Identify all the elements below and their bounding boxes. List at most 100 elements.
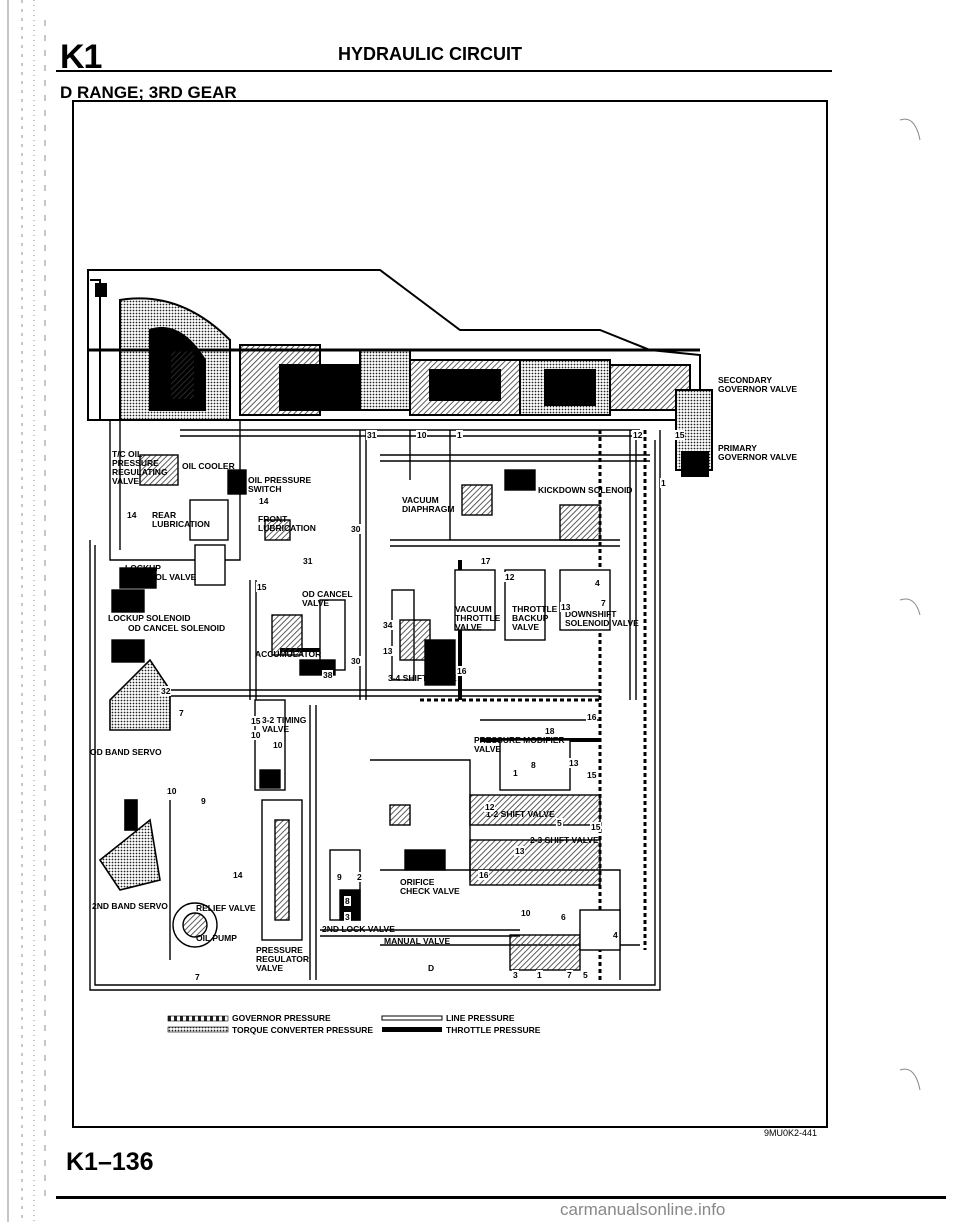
line-number: 9 <box>336 872 343 882</box>
line-number: 16 <box>478 870 490 880</box>
line-number: 12 <box>632 430 644 440</box>
od-band-servo-label: OD BAND SERVO <box>90 747 162 757</box>
front-lubrication-label: FRONT LUBRICATION <box>258 514 316 533</box>
tc-oil-pressure-label: T/C OIL PRESSURE REGULATING VALVE <box>112 449 168 486</box>
line-number: 18 <box>544 726 556 736</box>
line-number: 10 <box>272 740 284 750</box>
line-number: 1 <box>512 768 519 778</box>
accumulator-label: ACCUMULATOR <box>255 649 322 659</box>
legend-swatches <box>167 1015 443 1033</box>
line-number: 4 <box>612 930 619 940</box>
transmission-case <box>87 269 713 477</box>
pressure-modifier-valve-label: PRESSURE MODIFIER VALVE <box>474 735 565 754</box>
line-number: 30 <box>350 524 362 534</box>
2nd-lock-valve-label: 2ND LOCK VALVE <box>322 924 395 934</box>
line-number: 10 <box>250 730 262 740</box>
figure-code: 9MU0K2-441 <box>764 1128 818 1138</box>
servo-assemblies <box>98 658 171 891</box>
line-number: 15 <box>674 430 686 440</box>
oil-pump-label: OIL PUMP <box>196 933 237 943</box>
od-cancel-valve-label: OD CANCEL VALVE <box>302 589 353 608</box>
legend-torque-converter-pressure: TORQUE CONVERTER PRESSURE <box>232 1025 374 1035</box>
line-number: 15 <box>256 582 268 592</box>
manual-valve-label: MANUAL VALVE <box>384 936 451 946</box>
relief-valve-label: RELIEF VALVE <box>196 903 256 913</box>
line-number: 31 <box>366 430 378 440</box>
line-number: 1 <box>456 430 463 440</box>
page-title: HYDRAULIC CIRCUIT <box>338 44 522 64</box>
2nd-band-servo-label: 2ND BAND SERVO <box>92 901 168 911</box>
rear-lubrication-label: REAR LUBRICATION <box>152 510 210 529</box>
line-number: 9 <box>200 796 207 806</box>
vacuum-diaphragm-label: VACUUM DIAPHRAGM <box>402 495 455 514</box>
line-number: 15 <box>586 770 598 780</box>
line-number: 38 <box>322 670 334 680</box>
line-number: 10 <box>416 430 428 440</box>
line-number: 3 <box>512 970 519 980</box>
line-number: 8 <box>344 896 351 906</box>
watermark: carmanualsonline.info <box>560 1200 726 1219</box>
gear-d-label: D <box>428 963 435 973</box>
valve-bodies <box>111 454 621 971</box>
line-number: 16 <box>586 712 598 722</box>
line-number: 7 <box>600 598 607 608</box>
od-cancel-solenoid-label: OD CANCEL SOLENOID <box>128 623 226 633</box>
line-number: 15 <box>250 716 262 726</box>
downshift-solenoid-valve-label: DOWNSHIFT SOLENOID VALVE <box>565 609 639 628</box>
legend-governor-pressure: GOVERNOR PRESSURE <box>232 1013 331 1023</box>
orifice-check-valve-label: ORIFICE CHECK VALVE <box>400 877 460 896</box>
line-number: 34 <box>382 620 394 630</box>
line-number: 1 <box>660 478 667 488</box>
legend-throttle-pressure: THROTTLE PRESSURE <box>446 1025 541 1035</box>
line-number: 5 <box>556 818 563 828</box>
line-number: 1 <box>536 970 543 980</box>
line-number: 13 <box>514 846 526 856</box>
line-number: 3 <box>344 912 351 922</box>
pressure-regulator-valve-label: PRESSURE REGULATOR VALVE <box>256 945 310 973</box>
line-number: 13 <box>560 602 572 612</box>
line-number: 13 <box>382 646 394 656</box>
diagram-frame <box>72 100 828 1128</box>
kickdown-solenoid-label: KICKDOWN SOLENOID <box>538 485 633 495</box>
line-number: 12 <box>484 802 496 812</box>
line-number: 14 <box>126 510 138 520</box>
footer-rule <box>56 1196 946 1199</box>
line-number: 6 <box>560 912 567 922</box>
lockup-solenoid-label: LOCKUP SOLENOID <box>108 613 191 623</box>
line-number: 5 <box>582 970 589 980</box>
oil-cooler-label: OIL COOLER <box>182 461 235 471</box>
line-number: 7 <box>194 972 201 982</box>
page-number: K1–136 <box>66 1148 154 1176</box>
line-number: 14 <box>258 496 270 506</box>
diagram-subtitle: D RANGE; 3RD GEAR <box>60 83 237 102</box>
legend-line-pressure: LINE PRESSURE <box>446 1013 515 1023</box>
line-number: 16 <box>456 666 468 676</box>
lockup-control-valve-label: LOCKUP CONTROL VALVE <box>125 563 197 582</box>
line-number: 31 <box>302 556 314 566</box>
scan-margin <box>7 0 46 1222</box>
vacuum-throttle-valve-label: VACUUM THROTTLE VALVE <box>455 604 501 632</box>
line-number: 12 <box>504 572 516 582</box>
shift-12-valve-label: 1-2 SHIFT VALVE <box>486 809 555 819</box>
line-number: 15 <box>590 822 602 832</box>
header-rule <box>56 70 832 72</box>
shift-34-valve-label: 3-4 SHIFT VALVE <box>388 673 457 683</box>
line-number: 13 <box>568 758 580 768</box>
line-number: 10 <box>166 786 178 796</box>
line-number: 14 <box>232 870 244 880</box>
secondary-governor-label: SECONDARY GOVERNOR VALVE <box>718 375 798 394</box>
section-code: K1 <box>60 38 102 76</box>
line-number: 4 <box>594 578 601 588</box>
line-number: 7 <box>178 708 185 718</box>
shift-23-valve-label: 2-3 SHIFT VALVE <box>530 835 599 845</box>
throttle-backup-valve-label: THROTTLE BACKUP VALVE <box>512 604 558 632</box>
line-number: 17 <box>480 556 492 566</box>
line-number: 30 <box>350 656 362 666</box>
scan-edge-marks <box>899 118 921 1091</box>
line-number: 8 <box>530 760 537 770</box>
line-number: 2 <box>356 872 363 882</box>
oil-pressure-switch-label: OIL PRESSURE SWITCH <box>248 475 312 494</box>
timing-32-valve-label: 3-2 TIMING VALVE <box>262 715 307 734</box>
line-number: 7 <box>566 970 573 980</box>
line-number: 32 <box>160 686 172 696</box>
